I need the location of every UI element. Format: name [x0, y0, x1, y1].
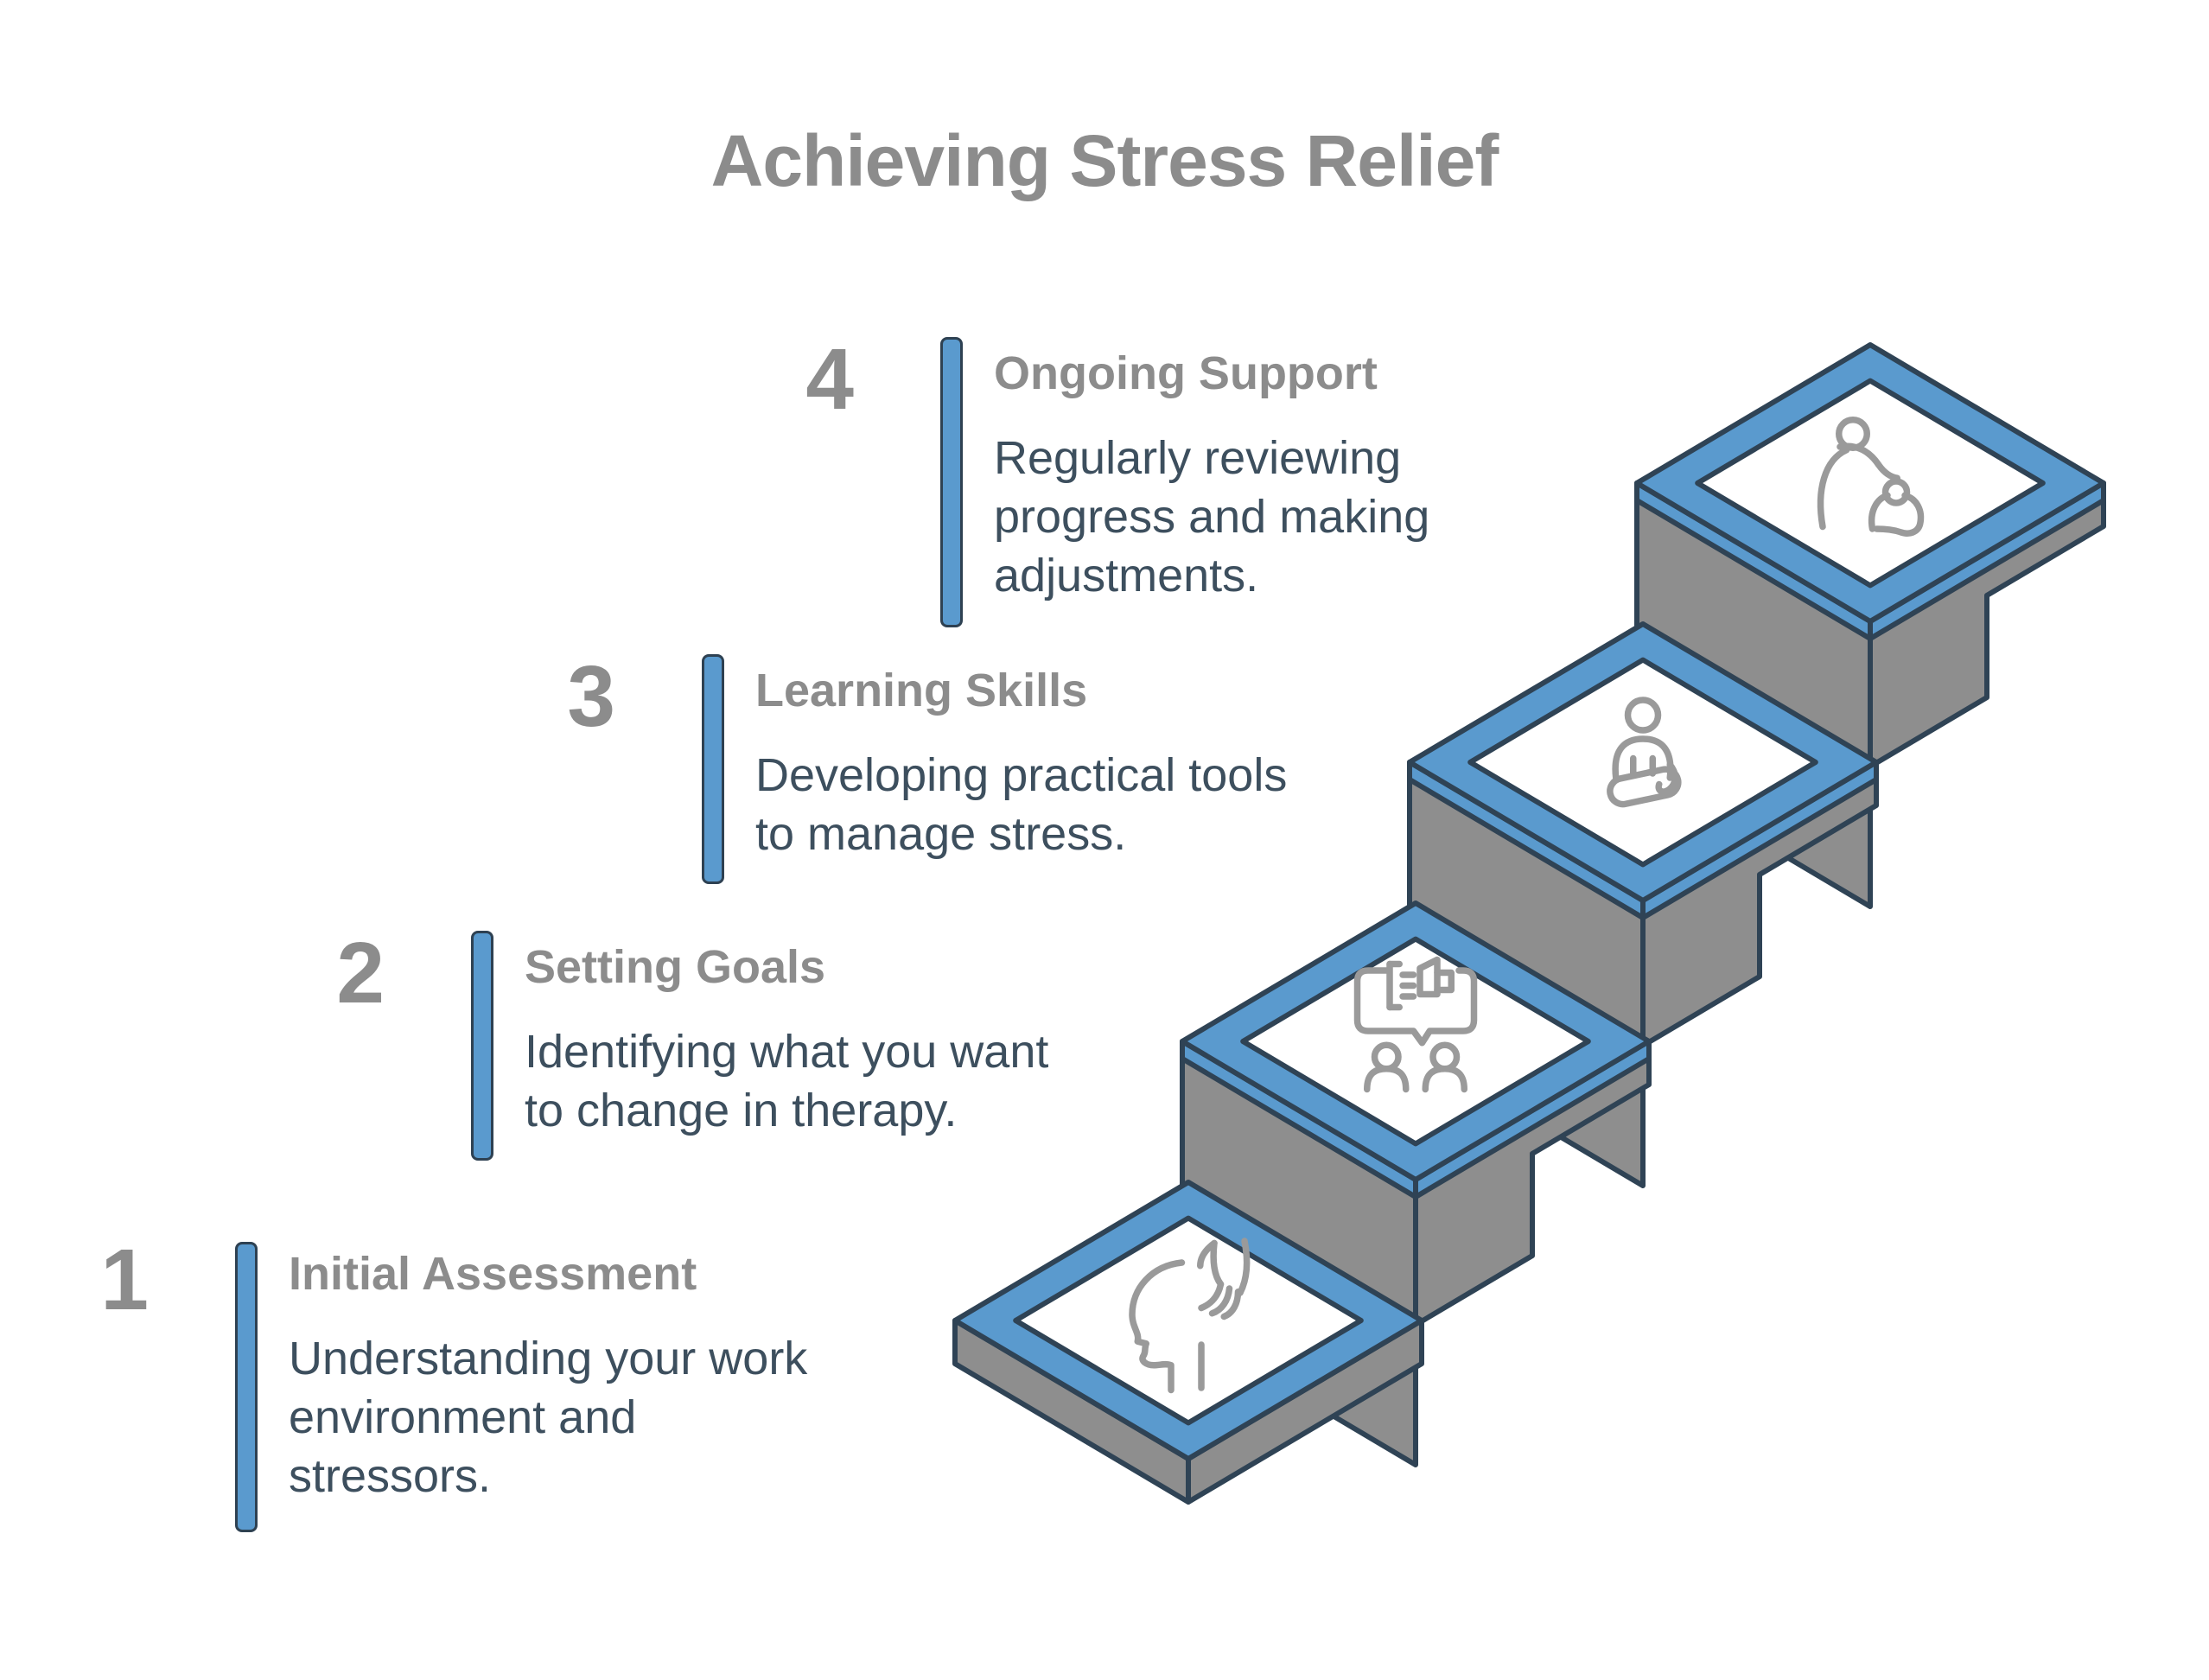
page-title: Achieving Stress Relief	[710, 120, 1499, 201]
step-1-heading: Initial Assessment	[289, 1248, 697, 1300]
step-1-accent-bar	[235, 1242, 258, 1532]
step-2-description: Identifying what you want to change in t…	[525, 1026, 1049, 1136]
step-1-description: Understanding your work environment and …	[289, 1333, 808, 1502]
step-3-description: Developing practical tools to manage str…	[755, 749, 1288, 860]
step-1-number: 1	[100, 1231, 149, 1328]
step-3-heading: Learning Skills	[755, 665, 1088, 716]
caring-support-icon	[1817, 417, 1925, 537]
step-1-tread-top	[1013, 1215, 1364, 1426]
step-3-tread-top	[1467, 657, 1818, 868]
step-4-heading: Ongoing Support	[994, 347, 1378, 399]
step-4-number: 4	[805, 331, 854, 428]
meditation-icon	[1607, 697, 1682, 808]
step-2-number: 2	[336, 925, 385, 1021]
step-4-description: Regularly reviewing progress and making …	[994, 432, 1430, 601]
step-4-tread-top	[1695, 378, 2046, 589]
step-4-accent-bar	[940, 337, 963, 627]
step-2-heading: Setting Goals	[525, 941, 826, 993]
speech-discussion-icon	[1353, 956, 1478, 1093]
step-3-accent-bar	[702, 654, 724, 884]
step-3-number: 3	[567, 648, 615, 745]
step-2-accent-bar	[471, 931, 493, 1161]
hand-on-head-icon	[1129, 1238, 1251, 1394]
